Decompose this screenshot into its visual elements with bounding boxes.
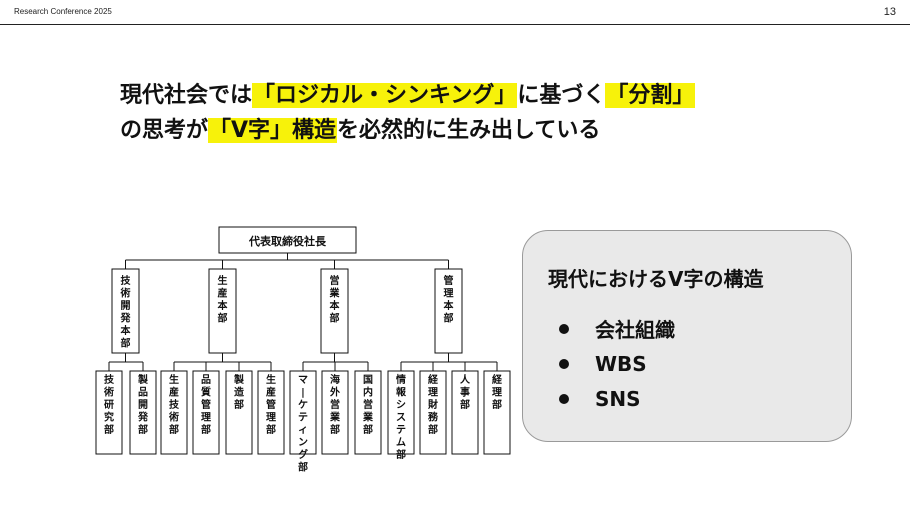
headline-segment: の思考が — [120, 118, 209, 143]
headline-highlight: 「ロジカル・シンキング」 — [252, 83, 518, 108]
org-node-label: 生産本部 — [218, 274, 229, 325]
org-node-box — [111, 268, 140, 354]
panel-list-item: WBS — [559, 346, 675, 381]
bullet-icon — [559, 358, 569, 369]
org-node-division: 生産本部 — [208, 268, 237, 354]
panel-item-label: WBS — [595, 351, 647, 376]
org-node-box — [208, 268, 237, 354]
org-chart-connectors — [108, 253, 498, 371]
headline-line-2: の思考が「V字」構造を必然的に生み出している — [120, 113, 695, 148]
org-node-department: 生産技術部 — [160, 370, 188, 455]
org-node-box — [320, 268, 349, 354]
org-node-box — [160, 370, 188, 455]
headline-highlight: 「分割」 — [605, 83, 696, 108]
org-node-label: 製造部 — [233, 373, 245, 411]
org-node-department: 技術研究部 — [95, 370, 123, 455]
org-node-label: 情報システム部 — [396, 373, 407, 461]
panel-item-label: 会社組織 — [595, 318, 675, 342]
org-node-box — [192, 370, 220, 455]
org-node-box — [225, 370, 253, 455]
org-node-department: 情報システム部 — [387, 370, 415, 461]
org-node-box — [257, 370, 285, 455]
bullet-icon — [559, 323, 569, 334]
org-node-box — [483, 370, 511, 455]
org-node-label: 経理財務部 — [427, 373, 439, 436]
headline-segment: に基づく — [517, 83, 606, 108]
org-node-ceo: 代表取締役社長 — [218, 226, 357, 254]
org-node-department: 海外営業部 — [321, 370, 349, 455]
v-structure-panel: 現代におけるV字の構造 会社組織 WBS SNS — [522, 230, 852, 442]
org-node-label: 経理部 — [492, 373, 503, 411]
org-node-department: 経理部 — [483, 370, 511, 455]
org-node-label: 製品開発部 — [137, 373, 149, 436]
org-node-label: 国内営業部 — [362, 374, 374, 436]
org-node-department: 人事部 — [451, 370, 479, 455]
org-node-label: マ|ケティング部 — [298, 375, 308, 474]
org-node-division: 技術開発本部 — [111, 268, 140, 354]
org-node-label: 営業本部 — [329, 274, 341, 325]
panel-list-item: SNS — [559, 381, 675, 416]
header-rule — [0, 24, 910, 25]
org-node-department: 品質管理部 — [192, 370, 220, 455]
org-node-label: 技術研究部 — [103, 373, 115, 436]
org-node-box — [451, 370, 479, 455]
org-node-label: 生産技術部 — [168, 373, 180, 436]
panel-list-item: 会社組織 — [559, 311, 675, 346]
conference-label: Research Conference 2025 — [14, 7, 112, 16]
org-node-department: 国内営業部 — [354, 370, 382, 455]
org-node-label: 人事部 — [460, 373, 471, 411]
panel-item-label: SNS — [595, 386, 641, 411]
org-node-department: 経理財務部 — [419, 370, 447, 455]
org-node-box — [434, 268, 463, 354]
headline: 現代社会では「ロジカル・シンキング」に基づく「分割」 の思考が「V字」構造を必然… — [120, 78, 696, 148]
org-node-label: 管理本部 — [444, 274, 455, 325]
panel-list: 会社組織 WBS SNS — [559, 311, 675, 416]
org-node-division: 管理本部 — [434, 268, 463, 354]
org-node-department: 製品開発部 — [129, 370, 157, 455]
headline-segment: 現代社会では — [120, 83, 253, 108]
org-node-box — [321, 370, 349, 455]
page-number: 13 — [883, 6, 896, 18]
panel-title: 現代におけるV字の構造 — [548, 267, 764, 291]
org-node-box — [218, 226, 357, 254]
org-node-box — [387, 370, 415, 455]
org-node-department: マ|ケティング部 — [289, 370, 317, 474]
org-node-label: 品質管理部 — [201, 374, 211, 436]
org-node-box — [419, 370, 447, 455]
org-node-box — [354, 370, 382, 455]
org-node-label: 技術開発本部 — [120, 274, 132, 350]
org-node-label: 生産管理部 — [266, 373, 276, 436]
org-node-box — [289, 370, 317, 455]
headline-line-1: 現代社会では「ロジカル・シンキング」に基づく「分割」 — [120, 78, 696, 113]
org-node-department: 生産管理部 — [257, 370, 285, 455]
org-node-box — [129, 370, 157, 455]
org-node-department: 製造部 — [225, 370, 253, 455]
headline-highlight: 「V字」構造 — [208, 118, 338, 143]
org-node-label: 代表取締役社長 — [248, 234, 327, 248]
org-node-division: 営業本部 — [320, 268, 349, 354]
org-node-label: 海外営業部 — [329, 373, 341, 436]
org-node-box — [95, 370, 123, 455]
bullet-icon — [559, 393, 569, 404]
headline-segment: を必然的に生み出している — [337, 118, 601, 143]
